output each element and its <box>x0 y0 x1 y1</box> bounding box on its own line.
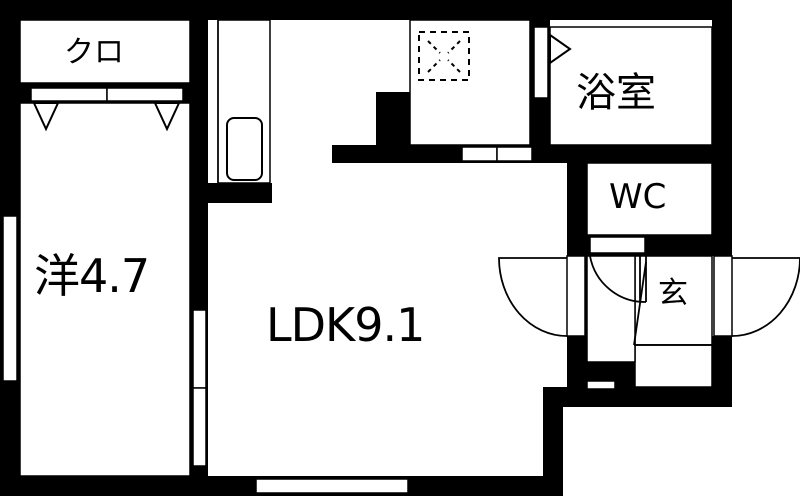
toilet-area <box>586 162 713 236</box>
entrance-label: 玄 <box>658 276 688 311</box>
ldk-label: LDK9.1 <box>266 298 425 352</box>
western-room-label: 洋4.7 <box>34 249 150 303</box>
corridor-area <box>586 255 636 363</box>
closet-open-marker-right <box>153 102 181 132</box>
shoe-box <box>586 380 616 390</box>
bathroom-open-marker <box>549 33 572 65</box>
room-door-upper[interactable] <box>192 309 207 389</box>
entrance-floor <box>634 344 713 388</box>
closet-door-left[interactable] <box>30 87 108 102</box>
laundry-door-left[interactable] <box>461 146 498 162</box>
genkan-step <box>633 261 647 346</box>
closet-area <box>19 19 191 84</box>
room-door-lower[interactable] <box>192 387 207 467</box>
toilet-label: WC <box>609 177 667 217</box>
bathroom-door[interactable] <box>533 26 549 99</box>
entrance-door-jamb <box>713 255 733 337</box>
entrance-area <box>634 255 713 346</box>
balcony-window <box>255 478 409 494</box>
toilet-door-swing[interactable] <box>589 255 647 303</box>
bathroom-label: 浴室 <box>576 70 656 116</box>
western-room-area <box>19 102 191 477</box>
bathroom-area <box>549 26 713 146</box>
ldk-door-swing[interactable] <box>498 257 568 337</box>
ldk-door-jamb <box>566 255 586 337</box>
toilet-door[interactable] <box>589 236 646 254</box>
western-window <box>2 215 18 382</box>
closet-door-right[interactable] <box>106 87 184 102</box>
washing-machine-space <box>418 31 470 81</box>
laundry-door-right[interactable] <box>496 146 533 162</box>
closet-label: クロ <box>64 35 124 70</box>
closet-open-marker-left <box>32 102 60 132</box>
kitchen-sink <box>226 117 263 181</box>
entrance-door-swing[interactable] <box>731 257 800 337</box>
